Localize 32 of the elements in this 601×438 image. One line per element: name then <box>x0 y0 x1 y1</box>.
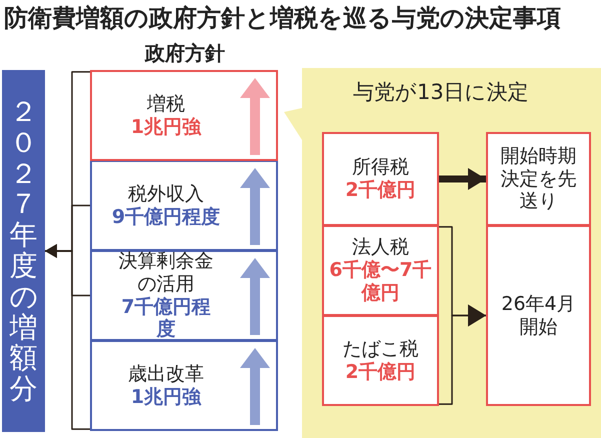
item-label: 所得税 <box>352 156 409 179</box>
arrow <box>439 168 486 190</box>
item-label: 開始時期決定を先送り <box>500 144 578 214</box>
column-heading: 政府方針 <box>144 40 226 67</box>
item-label: たばこ税 <box>342 338 418 360</box>
item-label: 歳出改革 <box>128 362 204 386</box>
item-label: 26年4月開始 <box>500 292 577 338</box>
process-box <box>486 132 591 226</box>
process-box <box>90 160 278 251</box>
amount-text: 9千億円程度 <box>112 206 220 228</box>
amount-text: 1兆円強 <box>130 386 202 408</box>
item-label: 決算剰余金の活用 <box>118 250 214 296</box>
item-label: 増税 <box>147 92 185 116</box>
amount-text: 6千億〜7千億円 <box>328 259 433 305</box>
process-box <box>322 225 439 316</box>
panel-heading: 与党が13日に決定 <box>353 79 529 106</box>
item-label: 法人税 <box>352 236 409 260</box>
arrow <box>45 244 90 430</box>
process-box <box>322 315 439 406</box>
process-box <box>486 225 591 406</box>
process-box <box>322 132 439 226</box>
vertical-label-bar: ２０２７年度の増額分 <box>2 70 45 432</box>
process-box <box>90 70 278 161</box>
item-label: 税外収入 <box>128 182 204 206</box>
amount-text: 2千億円 <box>345 360 416 384</box>
title: 防衛費増額の政府方針と増税を巡る与党の決定事項 <box>4 3 561 34</box>
amount-text: 2千億円 <box>345 179 416 202</box>
process-box <box>90 250 278 341</box>
amount-text: 7千億円程度 <box>120 296 212 342</box>
amount-text: 1兆円強 <box>130 116 202 138</box>
arrow <box>439 304 486 405</box>
process-box <box>90 340 278 431</box>
